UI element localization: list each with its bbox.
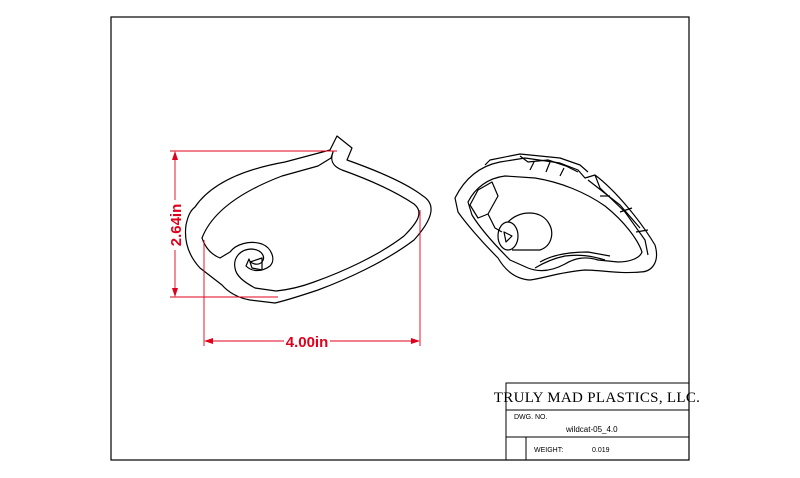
iso-crest-2 (529, 161, 565, 177)
dwg-no-label: DWG. NO. (514, 414, 547, 421)
cutter-outline-inner (201, 151, 420, 292)
dwg-no-value: wildcat-05_4.0 (565, 425, 618, 434)
weight-value: 0.019 (592, 447, 610, 454)
cutter-inner-wedge (249, 257, 263, 271)
width-arrow-right (411, 338, 420, 344)
title-block-frame (505, 382, 690, 461)
height-label-bg (166, 200, 184, 250)
company-name: TRULY MAD PLASTICS, LLC. (494, 390, 700, 406)
iso-inner-bridge (534, 254, 606, 269)
iso-outer-rim-back (484, 153, 589, 173)
iso-side-wall-1 (594, 174, 649, 256)
width-label-bg (284, 333, 330, 349)
iso-boss-side (507, 212, 553, 251)
iso-inner-wall (467, 175, 643, 272)
iso-boss-front (497, 221, 519, 251)
width-dimension-label: 4.00in (286, 334, 329, 351)
iso-side-wall-4 (619, 207, 633, 213)
iso-left-recess-2 (487, 213, 503, 233)
isometric-view (454, 153, 658, 281)
iso-side-wall-2 (587, 179, 641, 229)
title-block (505, 382, 690, 461)
iso-left-recess (469, 181, 499, 219)
weight-label: WEIGHT: (534, 447, 563, 454)
sheet-border (110, 16, 690, 461)
height-arrow-bottom (172, 288, 178, 297)
width-arrow-left (204, 338, 213, 344)
iso-inner-bridge-2 (539, 251, 611, 263)
iso-boss-detail (503, 231, 513, 243)
height-dimension-label: 2.64in (168, 204, 185, 247)
iso-crest (519, 155, 579, 173)
height-arrow-top (172, 151, 178, 160)
cutter-outline-outer (184, 135, 432, 304)
iso-outer-rim (454, 157, 658, 281)
iso-side-wall-5 (635, 229, 649, 233)
outline-view (184, 135, 432, 304)
